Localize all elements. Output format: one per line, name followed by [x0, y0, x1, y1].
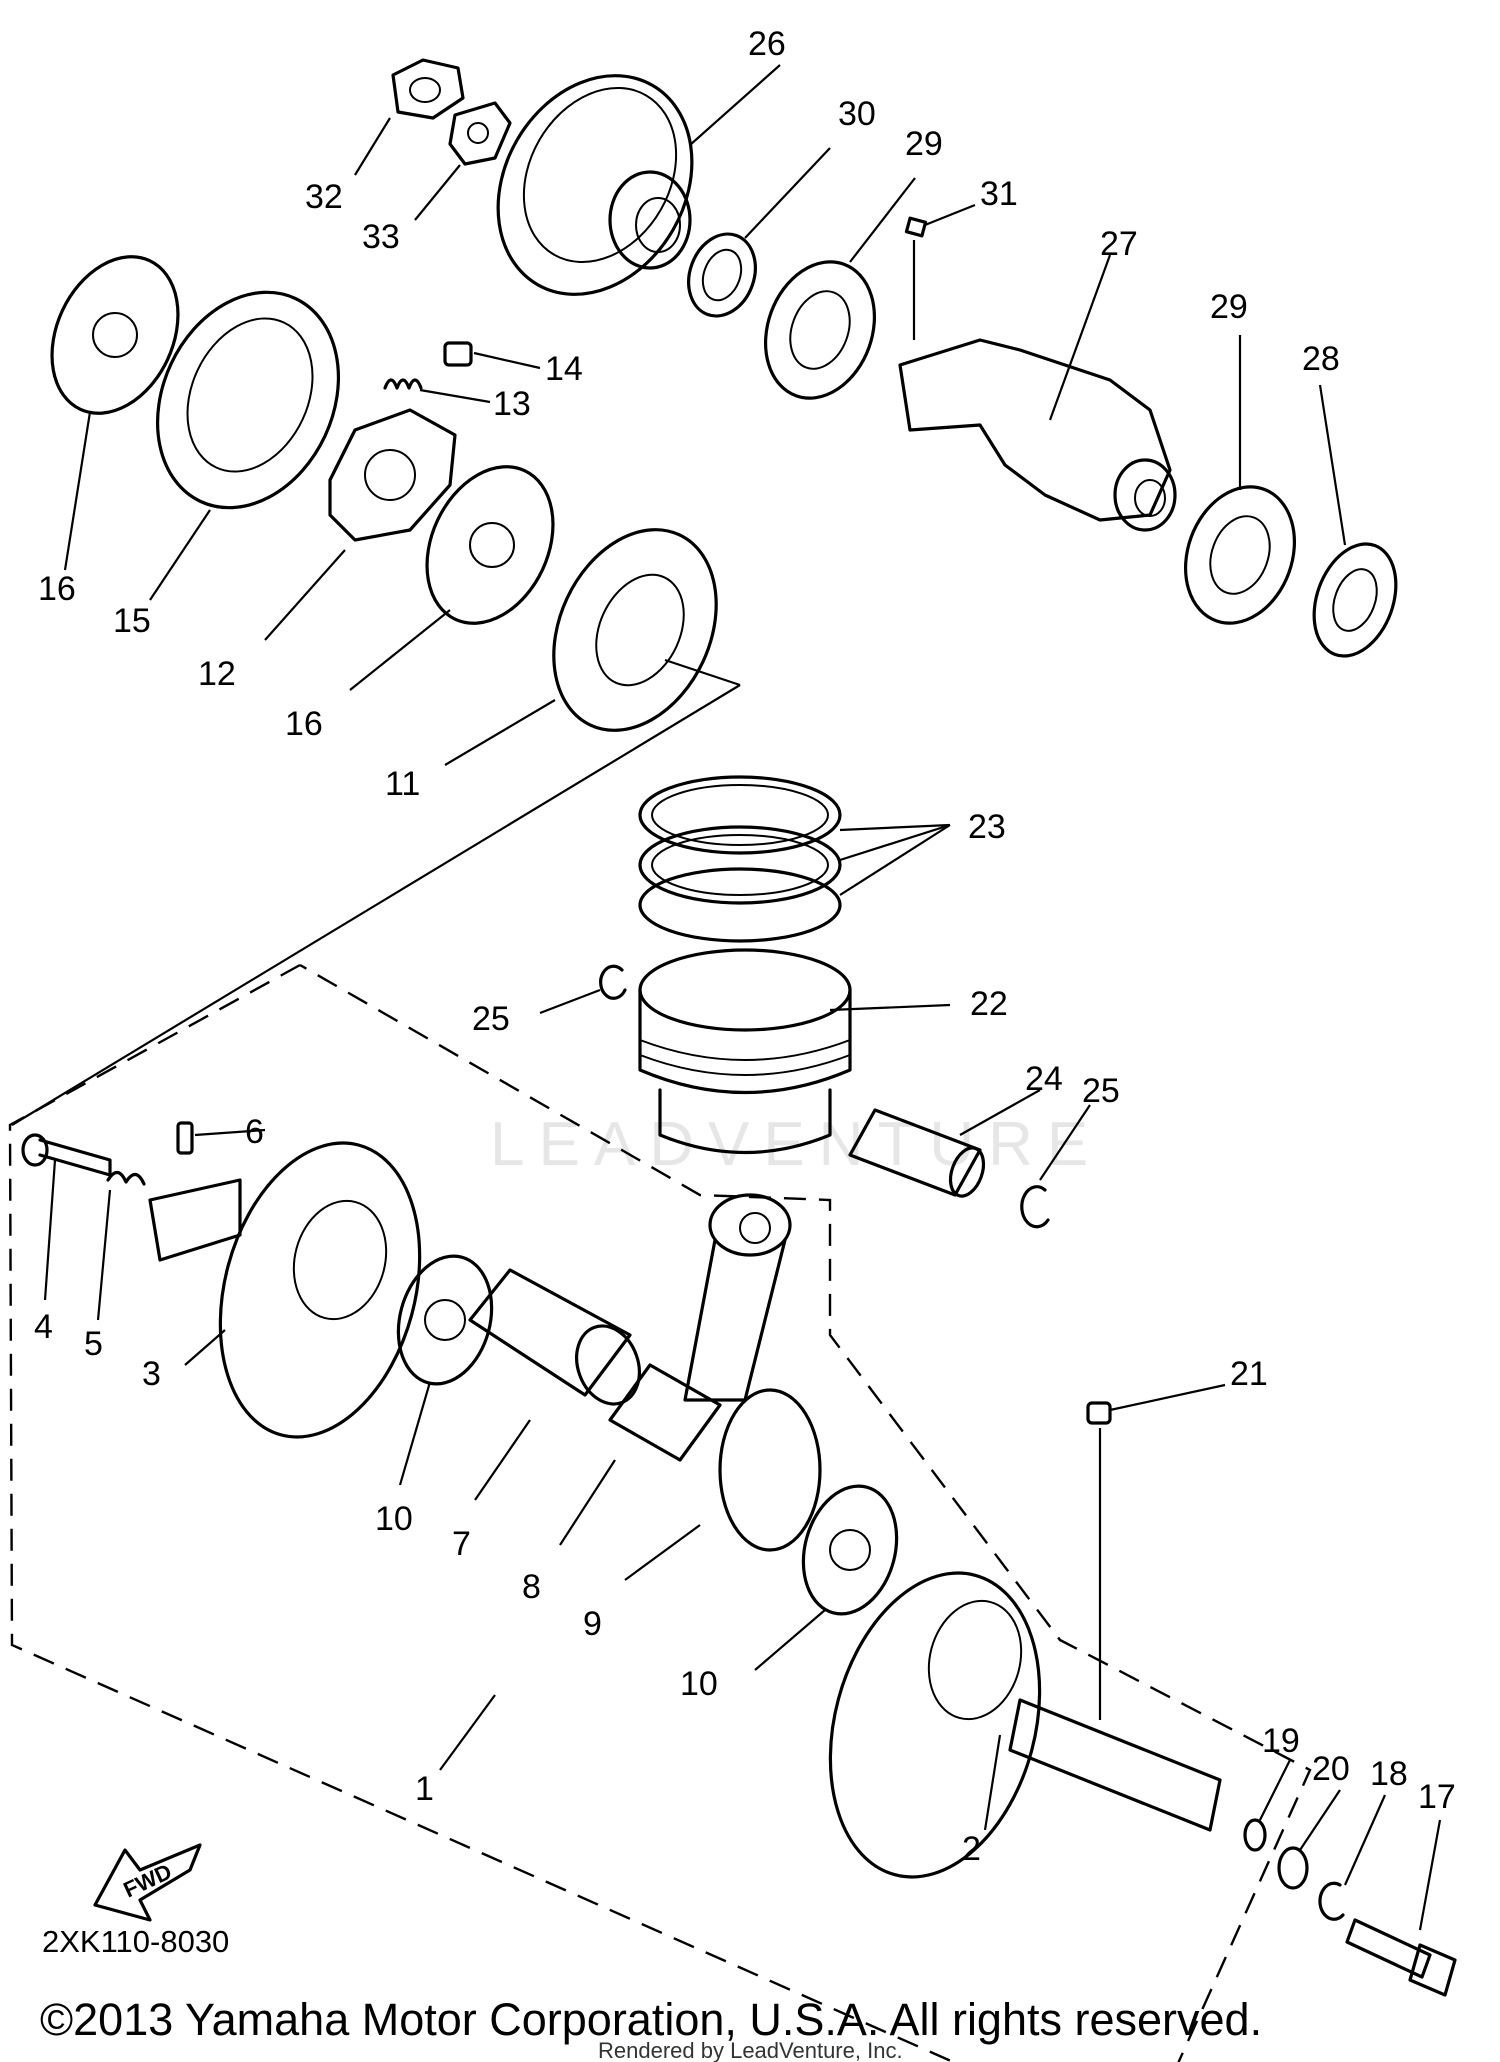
callout-28[interactable]: 28: [1302, 340, 1340, 378]
part-7-crank-pin[interactable]: [468, 1268, 650, 1501]
callouts: 26 30 29 31 27 29 28 32 33 14 13 16 15 1…: [34, 25, 1456, 1868]
part-22-piston[interactable]: [638, 948, 951, 1155]
part-25-circlip-lower[interactable]: [1020, 1104, 1091, 1229]
callout-27[interactable]: 27: [1100, 225, 1138, 263]
part-5-spring[interactable]: [96, 1170, 146, 1321]
callout-3[interactable]: 3: [142, 1355, 161, 1393]
part-20-washer[interactable]: [1277, 1789, 1341, 1890]
callout-31[interactable]: 31: [980, 175, 1018, 213]
part-27-balancer-shaft[interactable]: [898, 254, 1177, 532]
copyright-text: ©2013 Yamaha Motor Corporation, U.S.A. A…: [40, 1994, 1262, 2045]
part-29-bearing-upper[interactable]: [747, 177, 916, 414]
part-13-spring[interactable]: [383, 378, 491, 404]
part-14-pin[interactable]: [443, 341, 541, 370]
part-3-crank-left[interactable]: [148, 1121, 451, 1460]
callout-25[interactable]: 25: [1082, 1072, 1120, 1110]
part-25-circlip-upper[interactable]: [539, 964, 627, 1015]
callout-5[interactable]: 5: [84, 1325, 103, 1363]
part-23-piston-rings[interactable]: [638, 775, 951, 943]
part-10-washer-right[interactable]: [754, 1476, 910, 1671]
callout-21[interactable]: 21: [1230, 1355, 1268, 1393]
callout-29[interactable]: 29: [905, 125, 943, 163]
callout-8[interactable]: 8: [522, 1568, 541, 1606]
assembly-boundary: [8, 658, 1312, 2062]
part-32-nut[interactable]: [354, 58, 465, 176]
watermark-text: LEADVENTURE: [490, 1110, 1102, 1179]
part-6-pin[interactable]: [176, 1121, 266, 1155]
part-33-lock-washer[interactable]: [414, 101, 512, 221]
part-1-leader: [439, 1694, 496, 1771]
callout-13[interactable]: 13: [493, 385, 531, 423]
callout-22[interactable]: 22: [970, 985, 1008, 1023]
part-18-circlip[interactable]: [1318, 1794, 1387, 1921]
callout-30[interactable]: 30: [838, 95, 876, 133]
callout-15[interactable]: 15: [113, 602, 151, 640]
callout-6[interactable]: 6: [245, 1113, 264, 1151]
callout-18[interactable]: 18: [1370, 1755, 1408, 1793]
callout-16[interactable]: 16: [38, 570, 76, 608]
part-9-connecting-rod[interactable]: [624, 1193, 822, 1581]
part-12-buffer-boss[interactable]: [264, 408, 457, 641]
part-2-crank-right[interactable]: [798, 1549, 1222, 1900]
callout-23[interactable]: 23: [968, 808, 1006, 846]
callout-16[interactable]: 16: [285, 705, 323, 743]
callout-11[interactable]: 11: [385, 765, 420, 803]
callout-32[interactable]: 32: [305, 178, 343, 216]
part-16-plate-left[interactable]: [28, 236, 202, 571]
part-19-o-ring[interactable]: [1243, 1759, 1291, 1852]
watermark: LEADVENTURE: [490, 1110, 1102, 1179]
callout-29[interactable]: 29: [1210, 288, 1248, 326]
part-31-key[interactable]: [904, 203, 976, 340]
part-8-needle-bearing[interactable]: [559, 1363, 722, 1546]
callout-7[interactable]: 7: [452, 1525, 471, 1563]
part-code: 2XK110-8030: [42, 1924, 229, 1959]
part-11-bearing[interactable]: [444, 503, 747, 766]
callout-17[interactable]: 17: [1418, 1778, 1456, 1816]
part-30-collar[interactable]: [678, 147, 831, 325]
callout-25[interactable]: 25: [472, 1000, 510, 1038]
part-26-gear[interactable]: [460, 40, 781, 329]
callout-20[interactable]: 20: [1312, 1750, 1350, 1788]
part-29-bearing-right[interactable]: [1167, 335, 1313, 639]
part-21-key[interactable]: [1086, 1383, 1226, 1720]
callout-19[interactable]: 19: [1262, 1722, 1300, 1760]
callout-14[interactable]: 14: [545, 350, 583, 388]
part-24-piston-pin[interactable]: [848, 1089, 1041, 1201]
part-16-plate-center[interactable]: [349, 446, 577, 691]
callout-10[interactable]: 10: [680, 1665, 718, 1703]
part-17-bolt[interactable]: [1345, 1819, 1457, 1997]
callout-26[interactable]: 26: [748, 25, 786, 63]
part-10-washer-left[interactable]: [385, 1246, 506, 1486]
callout-4[interactable]: 4: [34, 1308, 53, 1346]
callout-12[interactable]: 12: [198, 655, 236, 693]
callout-2[interactable]: 2: [962, 1830, 981, 1868]
callout-24[interactable]: 24: [1025, 1060, 1063, 1098]
callout-9[interactable]: 9: [583, 1605, 602, 1643]
callout-1[interactable]: 1: [415, 1770, 434, 1808]
rendered-by-text: Rendered by LeadVenture, Inc.: [598, 2038, 903, 2062]
part-28-oil-seal[interactable]: [1299, 384, 1410, 667]
part-15-balancer-gear[interactable]: [124, 263, 373, 601]
part-4-bolt[interactable]: [21, 1133, 112, 1301]
callout-10[interactable]: 10: [375, 1500, 413, 1538]
fwd-arrow-icon: FWD: [93, 1843, 202, 1922]
callout-33[interactable]: 33: [362, 218, 400, 256]
